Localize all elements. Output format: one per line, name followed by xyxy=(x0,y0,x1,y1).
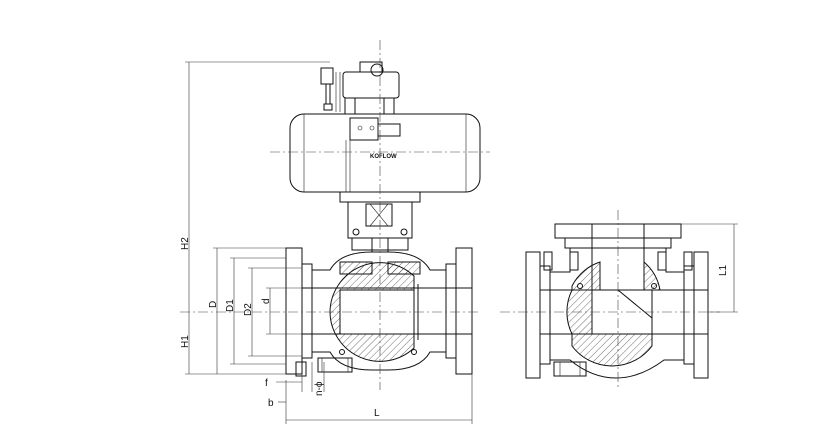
dim-label-D2: D2 xyxy=(243,303,254,316)
pneumatic-actuator: KOFLOW xyxy=(289,113,481,193)
dim-label-n-phi: n-ϕ xyxy=(314,381,325,396)
valve-body-front xyxy=(285,247,473,377)
dim-label-D1: D1 xyxy=(225,299,236,312)
dim-label-d: d xyxy=(261,298,272,304)
dim-label-f: f xyxy=(265,378,268,389)
side-view: L1 xyxy=(500,210,738,390)
dimension-lines xyxy=(185,61,473,424)
dim-label-H1: H1 xyxy=(180,335,191,348)
dim-label-b: b xyxy=(268,398,274,409)
actuator-brand-label: KOFLOW xyxy=(370,154,397,160)
dim-label-L: L xyxy=(374,408,380,419)
front-view: KOFLOW xyxy=(180,40,490,424)
dim-label-D: D xyxy=(208,301,219,308)
dim-label-L1: L1 xyxy=(718,264,729,276)
limit-switch-box xyxy=(320,61,400,115)
dim-label-H2: H2 xyxy=(180,237,191,250)
